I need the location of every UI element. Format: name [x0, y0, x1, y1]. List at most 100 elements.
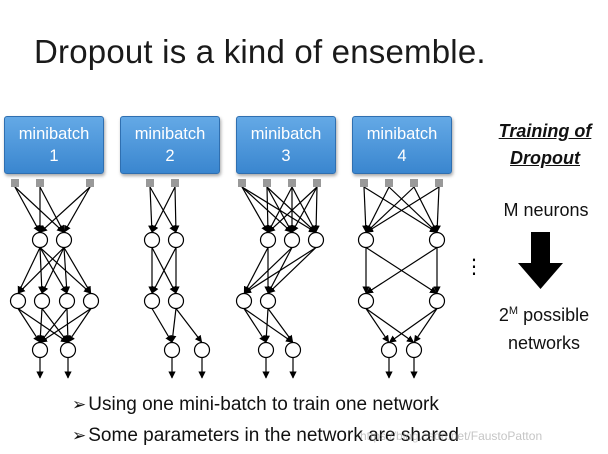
input-unit — [36, 179, 44, 187]
minibatch-label: minibatch — [250, 125, 322, 143]
connection-arrow — [262, 308, 271, 343]
neuron — [357, 231, 375, 249]
neuron — [31, 341, 49, 359]
power-exponent: M — [508, 305, 519, 317]
neuron — [163, 341, 181, 359]
neuron — [55, 231, 73, 249]
connection-arrow — [365, 186, 415, 233]
connection-arrow — [63, 247, 92, 294]
connection-arrow — [243, 247, 269, 294]
input-unit — [238, 179, 246, 187]
input-unit — [263, 179, 271, 187]
ellipsis-vertical: ⋮ — [464, 254, 484, 278]
neuron — [380, 341, 398, 359]
connection-arrow — [39, 308, 92, 343]
neuron — [307, 231, 325, 249]
minibatch-number: 2 — [165, 147, 175, 165]
minibatch-label: minibatch — [134, 125, 206, 143]
connection-arrow — [151, 186, 176, 233]
connection-arrow — [365, 246, 438, 294]
neuron — [33, 292, 51, 310]
connection-arrow — [266, 186, 317, 233]
connection-arrow — [41, 247, 65, 294]
connection-arrow — [363, 186, 438, 233]
connection-arrow — [433, 186, 441, 233]
connection-arrow — [17, 247, 41, 294]
connection-arrow — [151, 308, 173, 343]
connection-arrow — [169, 308, 177, 343]
connection-arrow — [172, 186, 180, 233]
connection-arrow — [267, 186, 293, 233]
neuron — [31, 231, 49, 249]
neuron — [357, 292, 375, 310]
power-base: 2 — [498, 305, 509, 325]
neuron — [259, 231, 277, 249]
bullet-arrow-icon: ➢ — [72, 395, 87, 414]
connection-arrow — [241, 186, 269, 233]
minibatch-number: 1 — [49, 147, 59, 165]
bullet-1: ➢Using one mini-batch to train one netwo… — [72, 394, 439, 416]
input-unit — [86, 179, 94, 187]
bullet-text: Using one mini-batch to train one networ… — [88, 394, 439, 415]
connection-arrow — [41, 308, 69, 343]
connection-arrow — [291, 186, 318, 233]
connection-arrow — [149, 186, 177, 233]
neuron — [143, 292, 161, 310]
connection-arrow — [388, 308, 438, 343]
minibatch-4-box: minibatch 4 — [352, 116, 452, 174]
input-unit — [171, 179, 179, 187]
connection-arrow — [67, 308, 92, 343]
neuron — [167, 292, 185, 310]
neuron — [59, 341, 77, 359]
connection-arrow — [365, 186, 390, 233]
neuron — [193, 341, 211, 359]
connection-arrow — [243, 308, 294, 343]
neuron — [428, 231, 446, 249]
connection-arrow — [365, 186, 440, 233]
neuron — [405, 341, 423, 359]
connection-arrow — [17, 247, 65, 294]
connection-arrow — [243, 247, 293, 294]
input-unit — [360, 179, 368, 187]
connection-arrow — [17, 308, 69, 343]
networks-text: networks — [507, 333, 581, 353]
connection-arrow — [267, 308, 294, 343]
connection-arrow — [63, 186, 91, 233]
connection-arrow — [243, 246, 317, 294]
minibatch-1-box: minibatch 1 — [4, 116, 104, 174]
input-unit — [435, 179, 443, 187]
connection-arrow — [39, 308, 68, 343]
connection-arrow — [39, 186, 91, 233]
input-unit — [410, 179, 418, 187]
connection-arrow — [413, 308, 438, 343]
minibatch-number: 3 — [281, 147, 291, 165]
neuron — [167, 231, 185, 249]
input-unit — [313, 179, 321, 187]
connection-arrow — [365, 308, 390, 343]
possible-text: possible — [518, 305, 590, 325]
training-line-1: Training of — [498, 121, 592, 141]
watermark: https://blog.csdn.net/FaustoPatton — [360, 429, 543, 443]
connection-arrow — [291, 186, 317, 233]
minibatch-number: 4 — [397, 147, 407, 165]
connection-arrow — [151, 247, 177, 294]
input-unit — [146, 179, 154, 187]
minibatch-label: minibatch — [366, 125, 438, 143]
connection-arrow — [148, 186, 156, 233]
neuron — [283, 231, 301, 249]
connection-arrow — [266, 186, 293, 233]
neuron — [82, 292, 100, 310]
possible-networks-label: 2M possible networks — [480, 297, 608, 357]
bullet-text: Some parameters in the network are share… — [88, 425, 459, 446]
bullet-arrow-icon: ➢ — [72, 426, 87, 445]
neuron — [58, 292, 76, 310]
connection-arrow — [14, 186, 41, 233]
minibatch-3-box: minibatch 3 — [236, 116, 336, 174]
training-line-2: Dropout — [510, 148, 580, 168]
neuron — [257, 341, 275, 359]
connection-arrow — [264, 186, 272, 233]
connection-arrow — [362, 186, 370, 233]
connection-arrow — [267, 247, 317, 294]
input-unit — [11, 179, 19, 187]
